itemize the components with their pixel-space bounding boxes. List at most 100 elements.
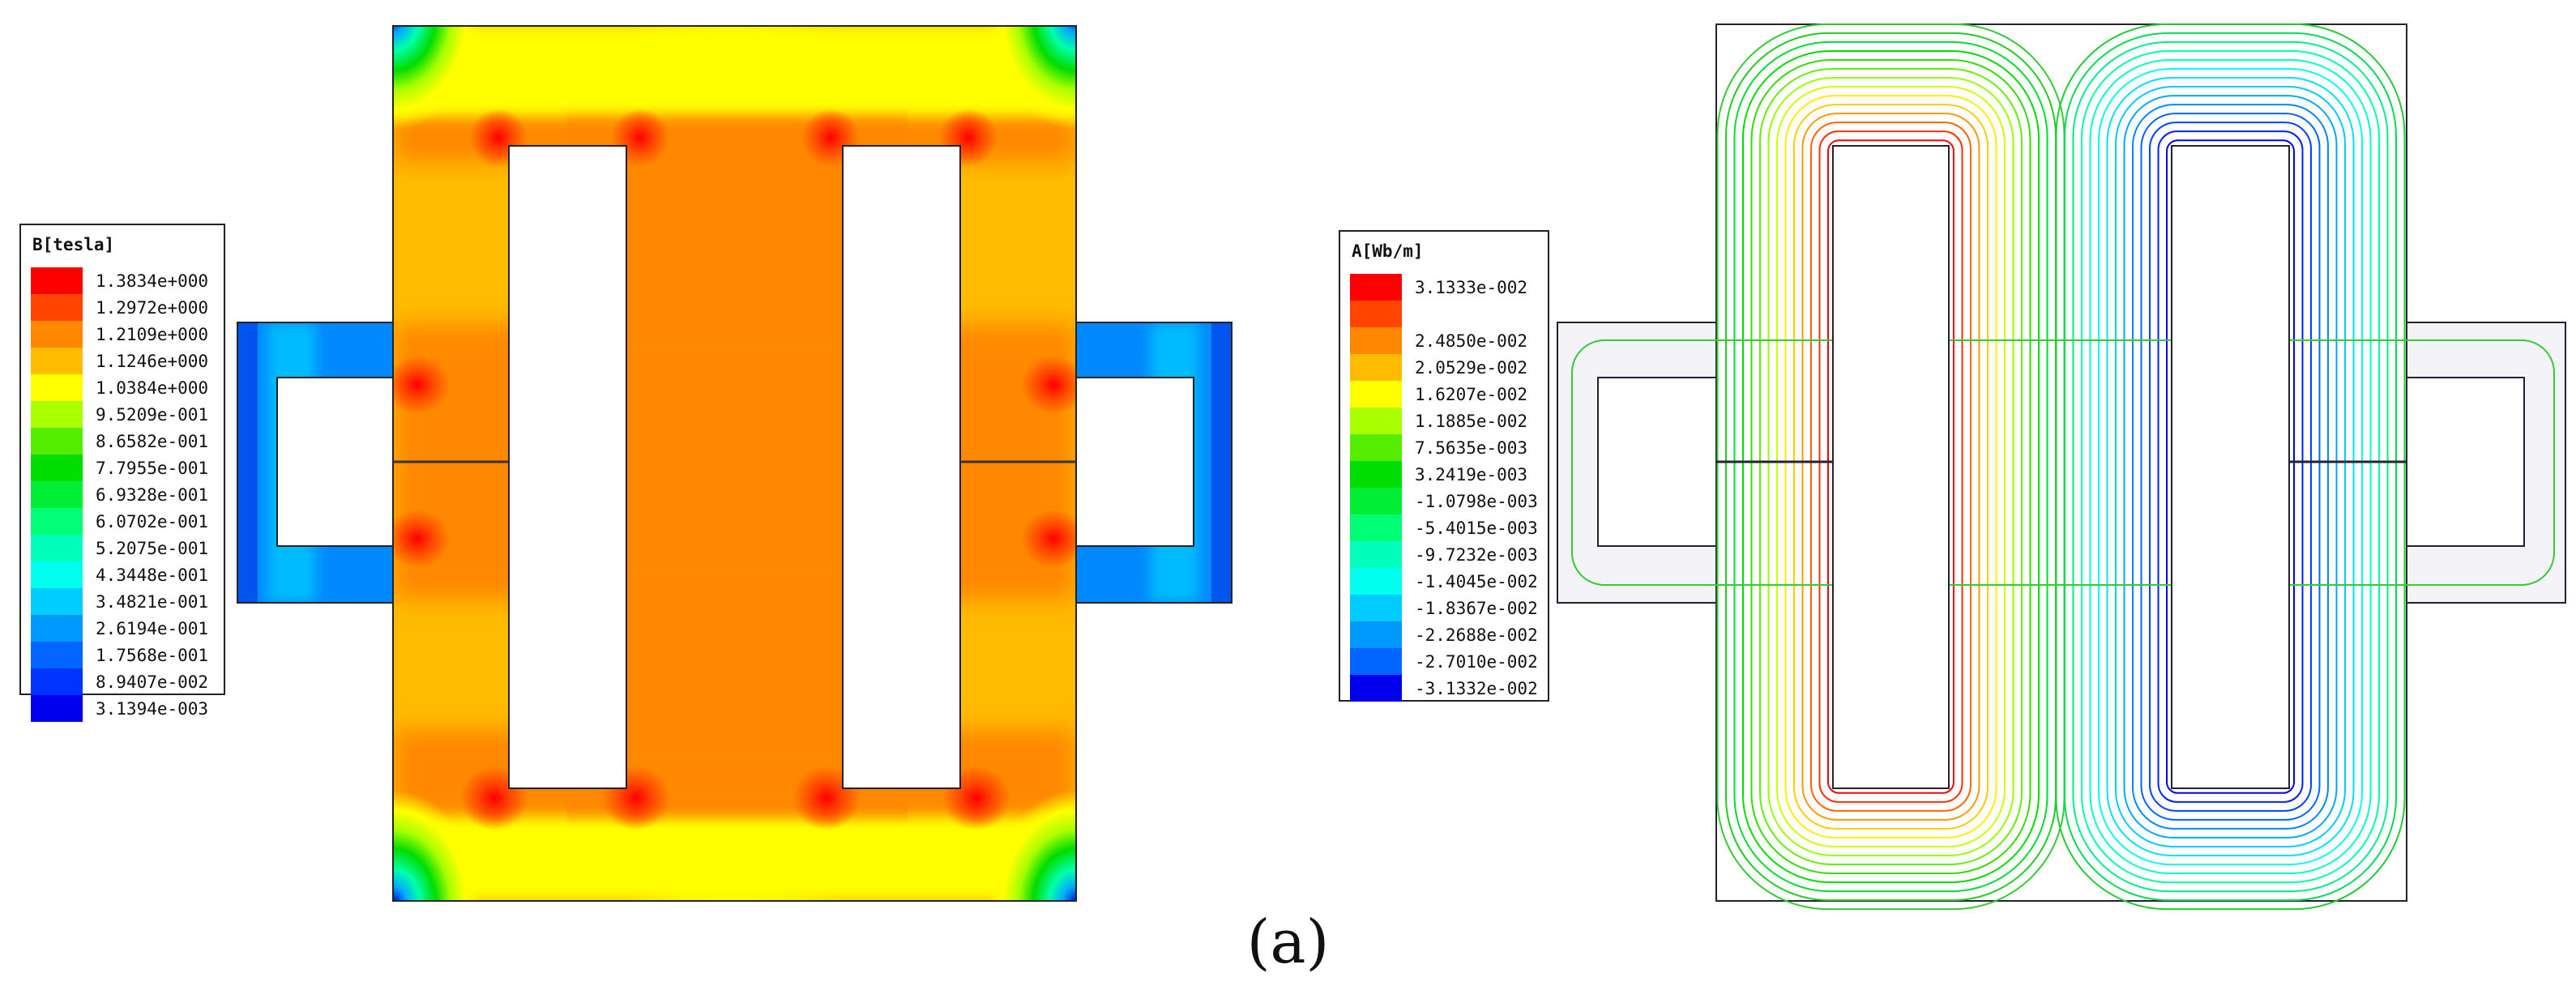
legend-swatch (1350, 488, 1402, 514)
flux-line-right (2166, 139, 2295, 794)
legend-swatch (1350, 675, 1402, 702)
legend-swatch (1350, 648, 1402, 675)
figure-caption: (a) (1246, 907, 1330, 977)
legend-entry: -2.7010e-002 (1340, 648, 1548, 675)
legend-entry: 2.6194e-001 (21, 615, 224, 642)
legend-swatch (31, 561, 83, 588)
legend-label: 5.2075e-001 (96, 539, 209, 558)
legend-swatch (1350, 408, 1402, 434)
legend-label: -9.7232e-003 (1415, 545, 1538, 565)
legend-title: B[tesla] (32, 235, 115, 254)
flux-line-right (2098, 68, 2363, 865)
flux-line-left (1759, 68, 2023, 865)
flux-density-legend: B[tesla] 1.3834e+000 1.2972e+000 1.2109e+0… (19, 224, 225, 722)
legend-swatch (31, 348, 83, 374)
legend-swatch (1350, 354, 1402, 381)
legend-swatch (31, 428, 83, 455)
flux-line-left (1776, 86, 2006, 847)
legend-entry: -3.1332e-002 (1340, 675, 1548, 702)
legend-swatch (1350, 595, 1402, 621)
legend-swatch (31, 294, 83, 321)
flux-line-right (2149, 122, 2312, 812)
legend-entry: 1.2109e+000 (21, 321, 224, 348)
legend-swatch (31, 481, 83, 508)
flux-line-group (1571, 23, 2555, 911)
legend-swatch (31, 455, 83, 481)
legend-entry: 7.7955e-001 (21, 455, 224, 481)
legend-entry: 9.5209e-001 (21, 401, 224, 428)
legend-entry: -2.2688e-002 (1340, 621, 1548, 648)
legend-label: 6.0702e-001 (96, 512, 209, 531)
legend-swatch (31, 615, 83, 642)
legend-entry: -5.4015e-003 (1340, 514, 1548, 541)
legend-label: 3.1333e-002 (1415, 278, 1528, 297)
legend-label: 1.7568e-001 (96, 646, 209, 665)
legend-label: 1.1246e+000 (96, 352, 209, 371)
legend-label: 1.0384e+000 (96, 378, 209, 398)
legend-entry: 5.2075e-001 (21, 535, 224, 561)
flux-line-left (1784, 95, 1997, 839)
legend-swatch (31, 321, 83, 348)
flux-line-left (1733, 41, 2048, 893)
legend-title: A[Wb/m] (1352, 241, 1424, 261)
legend-label: -3.1332e-002 (1415, 679, 1538, 698)
legend-swatch (1350, 274, 1402, 301)
legend-label: 2.4850e-002 (1415, 331, 1528, 351)
legend-swatch (31, 642, 83, 668)
legend-swatch (31, 695, 83, 722)
legend-entry: 1.2972e+000 (21, 294, 224, 321)
legend-label: 1.3834e+000 (96, 271, 209, 291)
legend-label: 7.5635e-003 (1415, 438, 1528, 458)
legend-entry: 2.4850e-002 (1340, 327, 1548, 354)
legend-swatch (1350, 568, 1402, 595)
legend-entry: 1.1246e+000 (21, 348, 224, 374)
legend-entry: -1.0798e-003 (1340, 488, 1548, 514)
legend-label: 8.6582e-001 (96, 432, 209, 451)
legend-label: 3.1394e-003 (96, 699, 209, 719)
legend-label: 8.9407e-002 (96, 672, 209, 692)
flux-line-left (1827, 139, 1954, 794)
legend-swatch (31, 267, 83, 294)
legend-label: 3.4821e-001 (96, 592, 209, 612)
legend-entry: 3.4821e-001 (21, 588, 224, 615)
legend-entry: 2.0529e-002 (1340, 354, 1548, 381)
legend-label: -1.8367e-002 (1415, 599, 1538, 618)
legend-label: -2.2688e-002 (1415, 625, 1538, 645)
legend-label: -2.7010e-002 (1415, 652, 1538, 672)
flux-line-right (2081, 49, 2380, 884)
legend-entry: 1.6207e-002 (1340, 381, 1548, 408)
legend-entry: -9.7232e-003 (1340, 541, 1548, 568)
flux-line-leakage (1571, 339, 2555, 586)
legend-swatch (31, 401, 83, 428)
flux-line-left (1818, 130, 1963, 803)
legend-entry: 1.0384e+000 (21, 374, 224, 401)
legend-entry: -1.4045e-002 (1340, 568, 1548, 595)
legend-label: 4.3448e-001 (96, 566, 209, 585)
legend-label: 1.2109e+000 (96, 325, 209, 344)
legend-label: 1.6207e-002 (1415, 385, 1528, 404)
legend-entry: 7.5635e-003 (1340, 434, 1548, 461)
legend-entry: 3.1333e-002 (1340, 274, 1548, 301)
flux-line-right (2123, 95, 2338, 839)
legend-entry (1340, 301, 1548, 327)
flux-line-right (2055, 23, 2406, 911)
flux-line-left (1793, 104, 1989, 830)
flux-line-left (1801, 113, 1980, 821)
legend-label: 1.2972e+000 (96, 298, 209, 318)
legend-label: 3.2419e-003 (1415, 465, 1528, 484)
legend-entry: 4.3448e-001 (21, 561, 224, 588)
vector-potential-legend: A[Wb/m] 3.1333e-002 2.4850e-002 2.0529e-00… (1339, 230, 1549, 702)
flux-line-right (2072, 41, 2389, 893)
flux-line-right (2132, 104, 2329, 830)
flux-line-right (2089, 58, 2372, 875)
legend-label: -1.4045e-002 (1415, 572, 1538, 591)
legend-swatch (1350, 541, 1402, 568)
legend-entry: 3.1394e-003 (21, 695, 224, 722)
legend-label: 1.1885e-002 (1415, 412, 1528, 431)
legend-label: 6.9328e-001 (96, 485, 209, 505)
legend-label: -1.0798e-003 (1415, 492, 1538, 511)
legend-entry: 6.9328e-001 (21, 481, 224, 508)
